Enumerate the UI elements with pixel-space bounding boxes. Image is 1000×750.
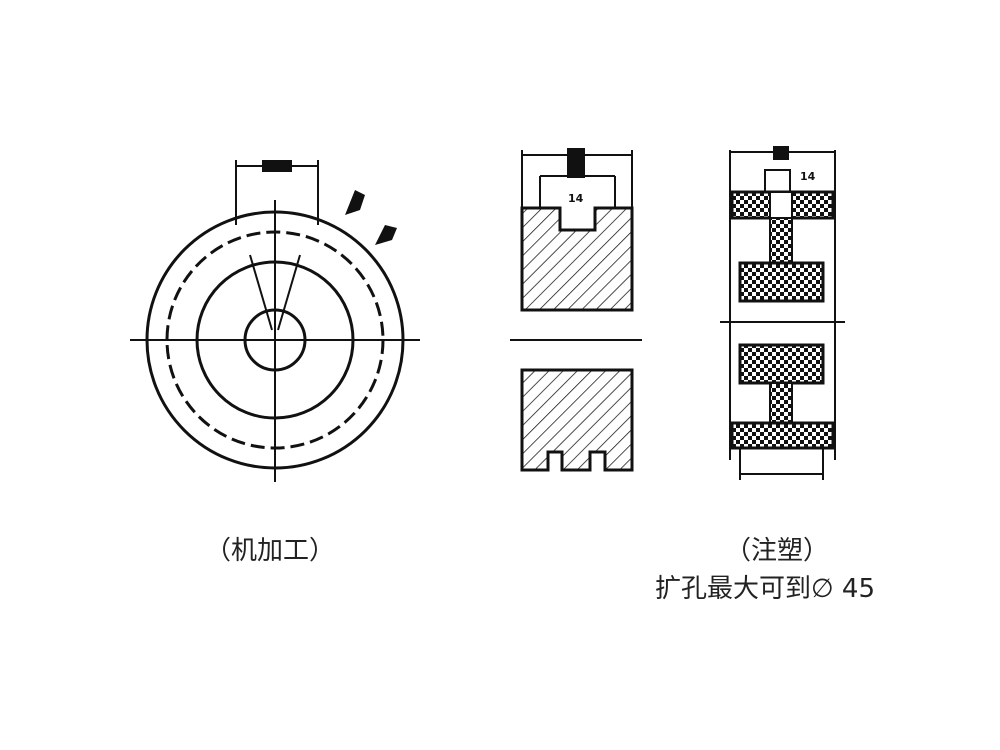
dimension-label: 14 [568, 192, 584, 205]
machined-caption: （机加工） [205, 536, 336, 566]
leader-marker [375, 225, 397, 245]
section-view: 14 [510, 148, 642, 472]
molded-view: 14 [720, 146, 845, 480]
molded-caption: （注塑） [725, 536, 830, 566]
bore-note: 扩孔最大可到∅ 45 [655, 574, 875, 604]
front-view [130, 160, 420, 482]
dimension-label: 14 [800, 170, 816, 183]
leader-marker [345, 190, 365, 215]
